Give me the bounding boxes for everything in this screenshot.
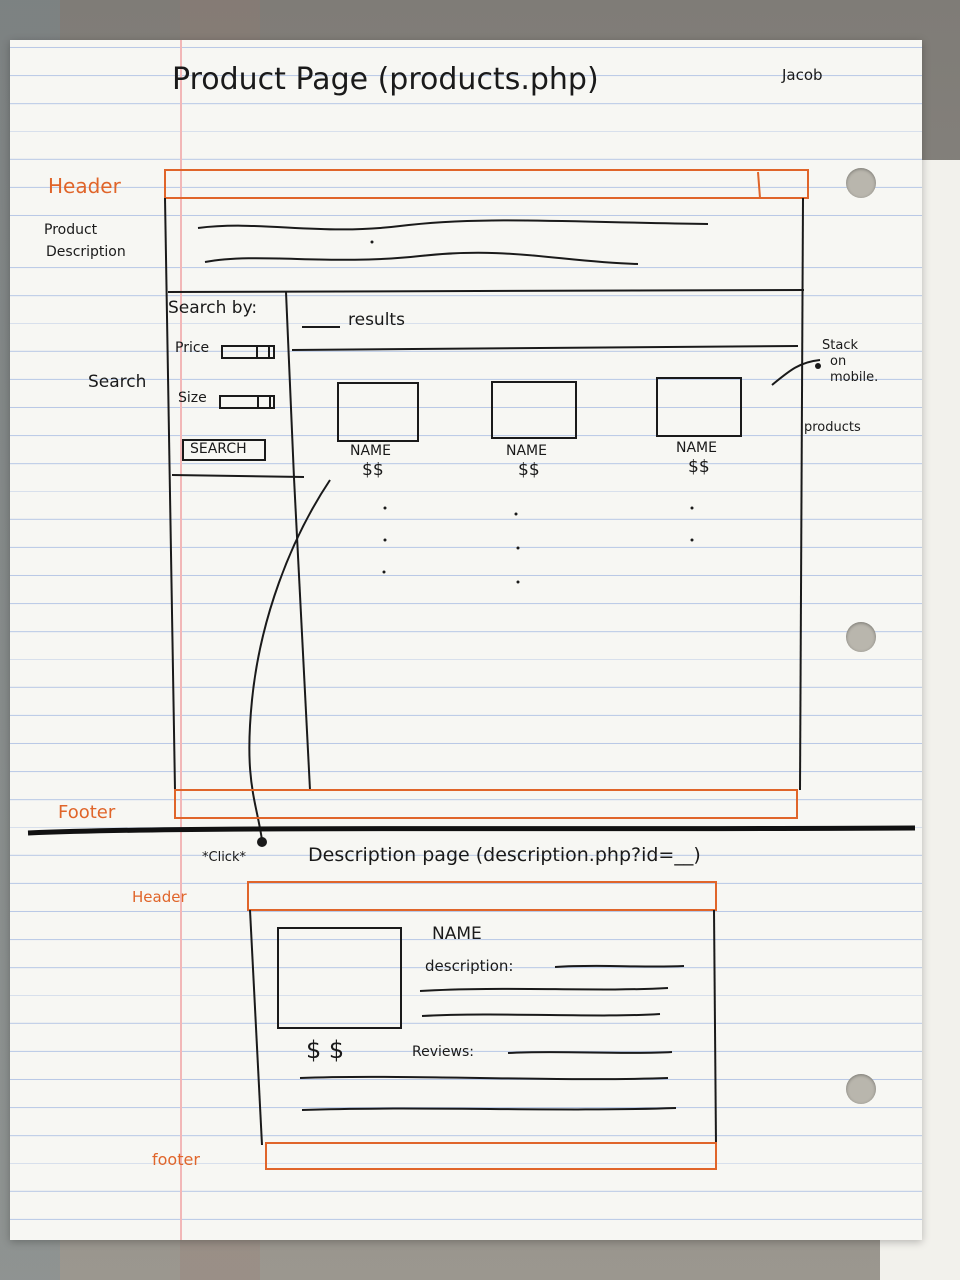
description-line bbox=[204, 251, 639, 265]
author-name: Jacob bbox=[782, 66, 823, 84]
desc-line bbox=[419, 987, 669, 992]
price-slider-handle bbox=[256, 345, 270, 359]
click-note: *Click* bbox=[202, 850, 246, 865]
size-label: Size bbox=[178, 390, 207, 406]
product-image bbox=[656, 377, 742, 437]
desc-header-annotation: Header bbox=[132, 888, 187, 906]
search-heading: Search by: bbox=[168, 298, 258, 318]
desc-footer-annotation: footer bbox=[152, 1150, 200, 1169]
product-image bbox=[491, 381, 577, 439]
results-label: results bbox=[348, 310, 405, 330]
search-annotation: Search bbox=[88, 372, 147, 392]
dot bbox=[516, 580, 520, 584]
desc-footer-box bbox=[265, 1142, 717, 1170]
mobile-annotation: mobile. bbox=[830, 370, 879, 385]
dot bbox=[514, 512, 518, 516]
desc-line bbox=[554, 964, 685, 968]
dot bbox=[382, 570, 386, 574]
binder-hole bbox=[846, 1074, 876, 1104]
review-line bbox=[507, 1051, 673, 1054]
binder-hole bbox=[846, 168, 876, 198]
product-annotation: Product bbox=[44, 222, 98, 238]
desc-price: $ $ bbox=[306, 1036, 345, 1064]
desc-frame-left bbox=[249, 909, 263, 1146]
desc-line bbox=[421, 1013, 661, 1017]
desc-product-image bbox=[277, 927, 402, 1029]
header-box-divider bbox=[757, 171, 761, 199]
size-slider bbox=[219, 395, 275, 409]
click-arrow bbox=[248, 479, 331, 841]
price-label: Price bbox=[175, 340, 210, 356]
click-arrow-head bbox=[257, 837, 267, 847]
dot bbox=[516, 546, 520, 550]
footer-box bbox=[174, 789, 798, 819]
description-divider bbox=[167, 289, 805, 293]
header-annotation: Header bbox=[48, 174, 121, 198]
search-panel-right bbox=[285, 291, 295, 479]
column-divider bbox=[293, 477, 311, 791]
dot bbox=[383, 506, 387, 510]
desc-reviews-label: Reviews: bbox=[412, 1044, 474, 1060]
product-image bbox=[337, 382, 419, 442]
dot bbox=[383, 538, 387, 542]
product-price: $$ bbox=[518, 460, 540, 480]
desc-header-box bbox=[247, 881, 717, 911]
main-frame-right bbox=[799, 197, 804, 791]
product-price: $$ bbox=[688, 457, 710, 477]
review-line bbox=[301, 1107, 677, 1111]
price-slider bbox=[221, 345, 275, 359]
size-slider-handle bbox=[257, 395, 271, 409]
description-annotation: Description bbox=[46, 244, 126, 260]
on-annotation: on bbox=[830, 354, 847, 369]
search-button-box bbox=[182, 439, 266, 461]
dot bbox=[370, 240, 374, 244]
stack-arrow bbox=[771, 359, 821, 386]
products-annotation: products bbox=[804, 420, 861, 435]
desc-frame-right bbox=[713, 909, 717, 1146]
product-name[interactable]: NAME bbox=[350, 443, 391, 459]
search-button[interactable]: SEARCH bbox=[190, 441, 247, 457]
desc-product-name: NAME bbox=[432, 924, 482, 944]
product-price: $$ bbox=[362, 460, 384, 480]
main-frame-left bbox=[164, 197, 176, 791]
binder-hole bbox=[846, 622, 876, 652]
dot bbox=[690, 506, 694, 510]
page-title: Product Page (products.php) bbox=[172, 62, 599, 97]
stack-annotation: Stack bbox=[822, 338, 858, 353]
footer-annotation: Footer bbox=[58, 802, 116, 823]
description-line bbox=[197, 219, 709, 231]
product-name[interactable]: NAME bbox=[506, 443, 547, 459]
header-box bbox=[164, 169, 809, 199]
review-line bbox=[299, 1075, 669, 1081]
section-divider bbox=[27, 825, 916, 836]
description-page-title: Description page (description.php?id=__) bbox=[308, 844, 701, 866]
desc-description-label: description: bbox=[425, 957, 514, 975]
margin-line bbox=[180, 40, 182, 1240]
dot bbox=[690, 538, 694, 542]
notebook-page bbox=[10, 40, 922, 1240]
product-name[interactable]: NAME bbox=[676, 440, 717, 456]
search-panel-bottom bbox=[171, 474, 305, 478]
stack-arrow-dot bbox=[815, 363, 821, 369]
results-divider bbox=[291, 345, 799, 351]
